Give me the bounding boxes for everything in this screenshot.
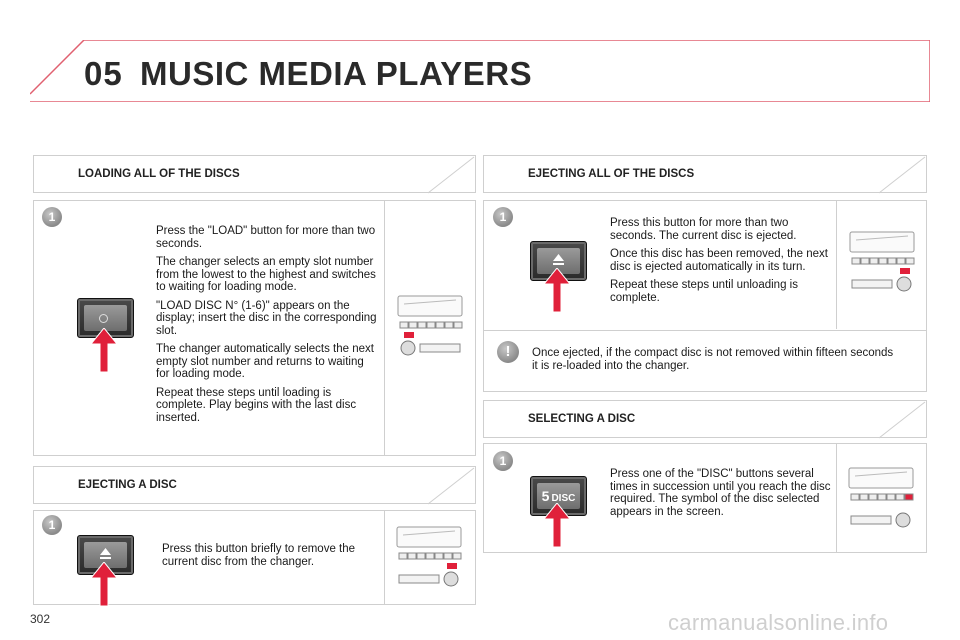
warning-text: Once ejected, if the compact disc is not… (532, 347, 894, 372)
paragraph: The changer selects an empty slot number… (156, 256, 376, 293)
arrow-up-icon (91, 562, 117, 606)
arrow-up-icon (91, 328, 117, 372)
section-title: SELECTING A DISC (528, 413, 636, 425)
watermark: carmanualsonline.info (668, 610, 889, 635)
disc-icon (99, 313, 108, 323)
header-band (30, 40, 930, 102)
paragraph: "LOAD DISC N° (1-6)" appears on the disp… (156, 299, 377, 337)
eject-icon (100, 548, 111, 559)
section-title: LOADING ALL OF THE DISCS (78, 168, 240, 180)
radio-panel-illustration (396, 526, 462, 587)
paragraph: The changer automatically selects the ne… (156, 343, 374, 380)
step-badge: 1 (493, 207, 513, 227)
paragraph: Press this button for more than two seco… (610, 217, 797, 242)
section-title: EJECTING A DISC (78, 479, 177, 491)
step-badge: 1 (42, 515, 62, 535)
paragraph: Repeat these steps until loading is comp… (156, 386, 357, 424)
paragraph: Press the "LOAD" button for more than tw… (156, 225, 376, 250)
paragraph: Once this disc has been removed, the nex… (610, 248, 828, 273)
disc-number: 5 (541, 488, 550, 504)
warning-icon: ! (497, 341, 519, 363)
radio-panel-illustration (397, 295, 463, 356)
paragraph: Press this button briefly to remove the … (162, 543, 356, 568)
page-number: 302 (30, 612, 51, 626)
disc-label: DISC (551, 493, 576, 504)
radio-panel-illustration (848, 467, 914, 528)
loading-all-text: Press the "LOAD" button for more than tw… (156, 225, 380, 430)
chapter-number: 05 (84, 55, 123, 92)
eject-icon (553, 254, 564, 265)
section-heading-selecting: SELECTING A DISC (483, 400, 927, 439)
arrow-up-icon (544, 268, 570, 312)
step-badge: 1 (493, 451, 513, 471)
radio-panel-illustration (849, 231, 915, 292)
section-heading-ejecting-one: EJECTING A DISC (33, 466, 476, 505)
step-badge: 1 (42, 207, 62, 227)
paragraph: Press one of the "DISC" buttons several … (610, 468, 831, 518)
section-heading-ejecting-all: EJECTING ALL OF THE DISCS (483, 155, 927, 194)
section-heading-loading-all: LOADING ALL OF THE DISCS (33, 155, 476, 194)
page-title: MUSIC MEDIA PLAYERS (140, 55, 533, 92)
paragraph: Repeat these steps until unloading is co… (610, 279, 798, 304)
section-title: EJECTING ALL OF THE DISCS (528, 168, 695, 180)
arrow-up-icon (544, 503, 570, 547)
